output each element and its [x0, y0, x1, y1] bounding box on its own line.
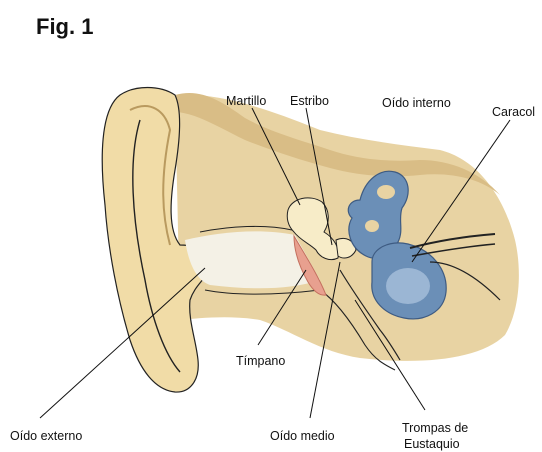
label-oido-externo: Oído externo [10, 429, 82, 443]
label-oido-interno: Oído interno [382, 96, 451, 110]
label-trompas-line2: Eustaquio [404, 437, 460, 451]
label-timpano: Tímpano [236, 354, 285, 368]
canal-loop-hole-2 [365, 220, 379, 232]
label-caracol: Caracol [492, 105, 535, 119]
label-martillo: Martillo [226, 94, 266, 108]
canal-loop-hole [377, 185, 395, 199]
label-trompas-line1: Trompas de [402, 421, 468, 435]
label-oido-medio: Oído medio [270, 429, 335, 443]
cochlea-highlight [386, 268, 430, 304]
label-estribo: Estribo [290, 94, 329, 108]
